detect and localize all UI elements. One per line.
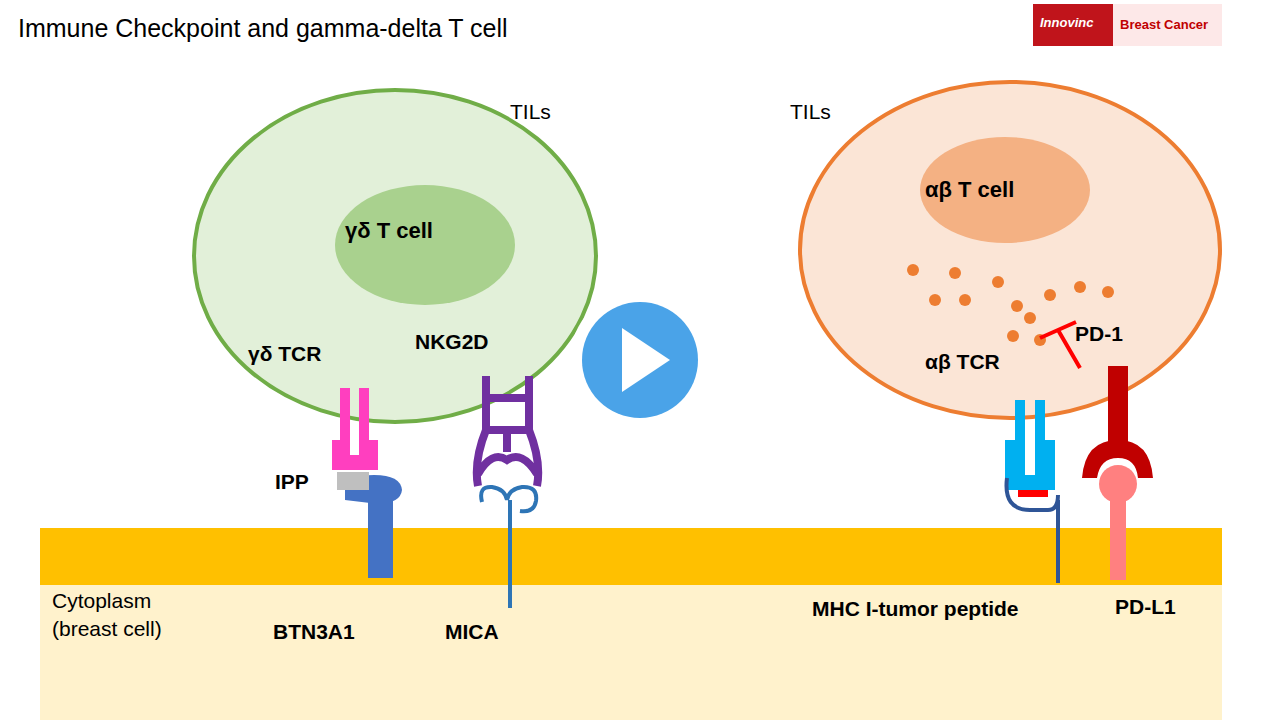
logo-box (1033, 4, 1113, 46)
ellipse-outline (335, 185, 515, 305)
logo-text: Innovinc (1040, 15, 1093, 30)
ligand-label: IPP (275, 470, 309, 494)
play-button (570, 290, 710, 430)
node-label: TILs (790, 100, 831, 124)
gd-tcr-symbol (332, 388, 378, 470)
ligand-label: MICA (445, 620, 499, 644)
slide-title: Immune Checkpoint and gamma-delta T cell (18, 14, 508, 43)
logo-text: Breast Cancer (1120, 17, 1208, 32)
nkg2d-symbol (477, 376, 538, 486)
btn3a1-symbol (345, 475, 402, 578)
t-cell: TILs γδ T cell (192, 88, 598, 424)
cell-membrane (40, 528, 1222, 585)
receptor-label: αβ TCR (925, 350, 1000, 374)
ligand-label: PD-L1 (1115, 595, 1176, 619)
ligand-label: BTN3A1 (273, 620, 355, 644)
ellipse-outline (798, 80, 1222, 420)
inhibition-symbol (1040, 322, 1080, 368)
node-label: γδ T cell (345, 218, 433, 244)
mica-symbol (481, 487, 536, 608)
node-label: αβ T cell (925, 177, 1014, 203)
nucleus: γδ T cell (335, 185, 515, 305)
ipp-symbol (337, 472, 369, 490)
t-cell: TILsαβ T cell (798, 80, 1222, 420)
mhc-symbol (1006, 478, 1058, 583)
receptor-label: γδ TCR (248, 342, 321, 366)
pd1-symbol (1082, 366, 1153, 478)
nucleus: αβ T cell (920, 137, 1090, 243)
cytoplasm-region: Cytoplasm (breast cell) (40, 585, 1222, 720)
receptor-label: NKG2D (415, 330, 489, 354)
tumor-peptide (1018, 490, 1048, 497)
ab-tcr-symbol (1005, 400, 1055, 490)
node-label: Cytoplasm (breast cell) (52, 587, 222, 643)
receptor-label: PD-1 (1075, 322, 1123, 346)
ligand-label: MHC I-tumor peptide (812, 597, 1018, 621)
pdl1-symbol (1099, 465, 1137, 580)
node-label: TILs (510, 100, 551, 124)
logo-box (1113, 4, 1222, 46)
